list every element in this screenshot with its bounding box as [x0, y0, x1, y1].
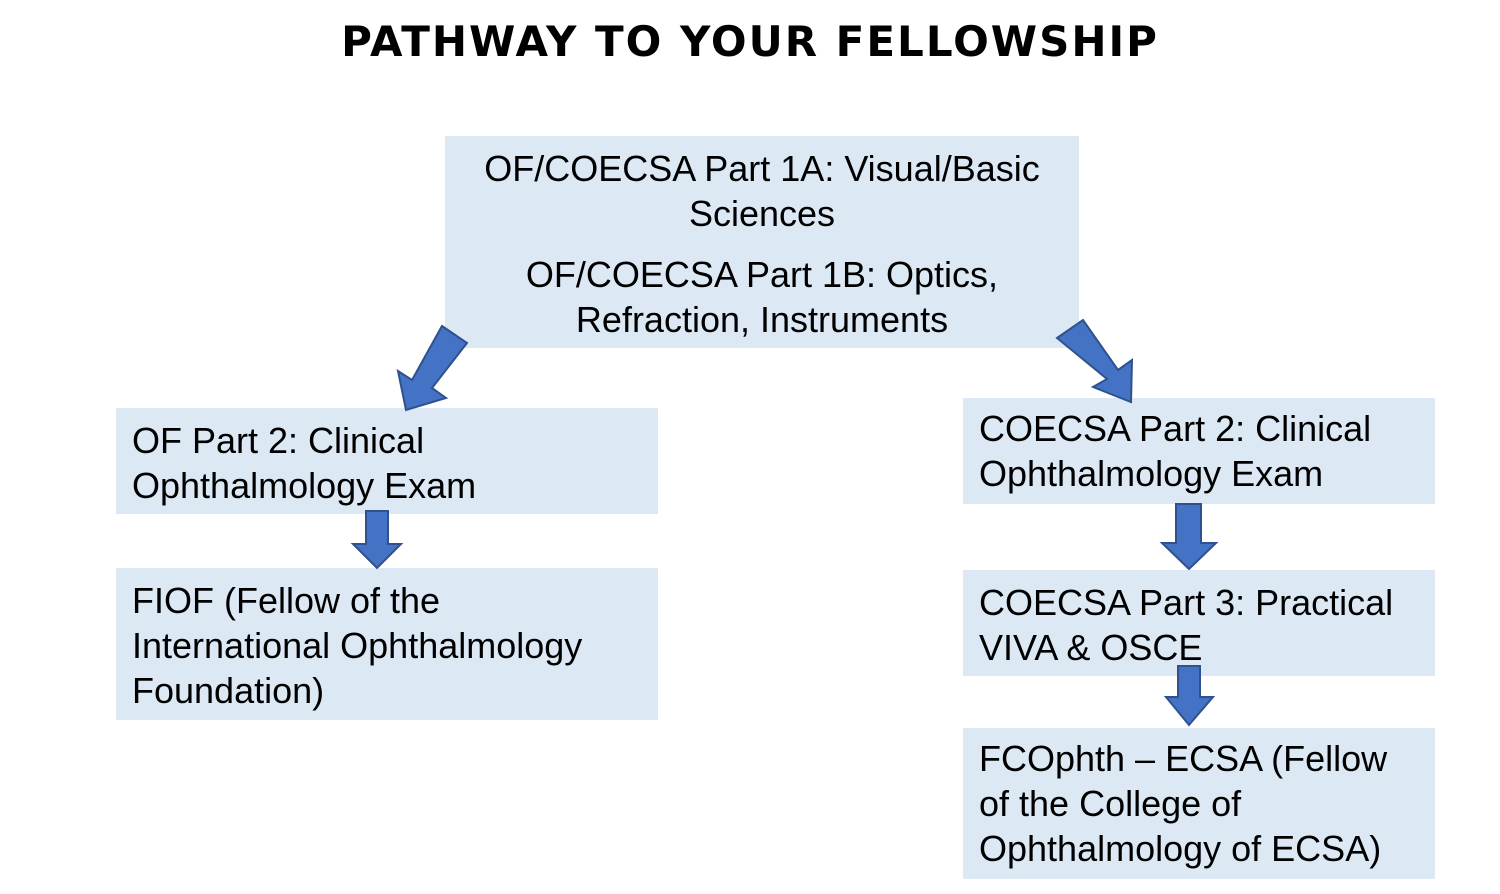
of-part2-text: OF Part 2: Clinical Ophthalmology Exam: [132, 418, 658, 508]
coecsa-part3-line-1: COECSA Part 3: Practical: [979, 582, 1394, 623]
fiof-line-3: Foundation): [132, 670, 325, 711]
of-part2-box: OF Part 2: Clinical Ophthalmology Exam: [116, 408, 658, 514]
part1a-line-1: OF/COECSA Part 1A: Visual/Basic: [484, 148, 1040, 189]
part1a-text: OF/COECSA Part 1A: Visual/Basic Sciences: [445, 146, 1079, 236]
arrow-down-icon-coecsa-1: [1159, 503, 1219, 571]
part1b-line-1: OF/COECSA Part 1B: Optics,: [525, 254, 999, 295]
coecsa-part2-text: COECSA Part 2: Clinical Ophthalmology Ex…: [979, 406, 1435, 496]
coecsa-part3-box: COECSA Part 3: Practical VIVA & OSCE: [963, 570, 1435, 676]
fiof-box: FIOF (Fellow of the International Ophtha…: [116, 568, 658, 720]
coecsa-part3-line-2: VIVA & OSCE: [979, 627, 1203, 668]
fcophth-line-1: FCOphth – ECSA (Fellow: [979, 738, 1388, 779]
coecsa-part2-box: COECSA Part 2: Clinical Ophthalmology Ex…: [963, 398, 1435, 504]
coecsa-part2-line-2: Ophthalmology Exam: [979, 453, 1324, 494]
fcophth-ecsa-text: FCOphth – ECSA (Fellow of the College of…: [979, 736, 1435, 871]
page-title: PATHWAY TO YOUR FELLOWSHIP: [341, 17, 1159, 66]
fcophth-ecsa-box: FCOphth – ECSA (Fellow of the College of…: [963, 728, 1435, 879]
fiof-text: FIOF (Fellow of the International Ophtha…: [132, 578, 658, 713]
coecsa-part2-line-1: COECSA Part 2: Clinical: [979, 408, 1372, 449]
coecsa-part3-text: COECSA Part 3: Practical VIVA & OSCE: [979, 580, 1435, 670]
fcophth-line-3: Ophthalmology of ECSA): [979, 828, 1382, 869]
fiof-line-1: FIOF (Fellow of the: [132, 580, 441, 621]
part1a-line-2: Sciences: [688, 193, 836, 234]
part1-exams-box: OF/COECSA Part 1A: Visual/Basic Sciences…: [445, 136, 1079, 348]
part1b-line-2: Refraction, Instruments: [575, 299, 949, 340]
part1b-text: OF/COECSA Part 1B: Optics, Refraction, I…: [445, 252, 1079, 342]
fcophth-line-2: of the College of: [979, 783, 1242, 824]
of-part2-line-2: Ophthalmology Exam: [132, 465, 477, 506]
of-part2-line-1: OF Part 2: Clinical: [132, 420, 425, 461]
arrow-down-icon-of: [350, 510, 404, 570]
fiof-line-2: International Ophthalmology: [132, 625, 583, 666]
